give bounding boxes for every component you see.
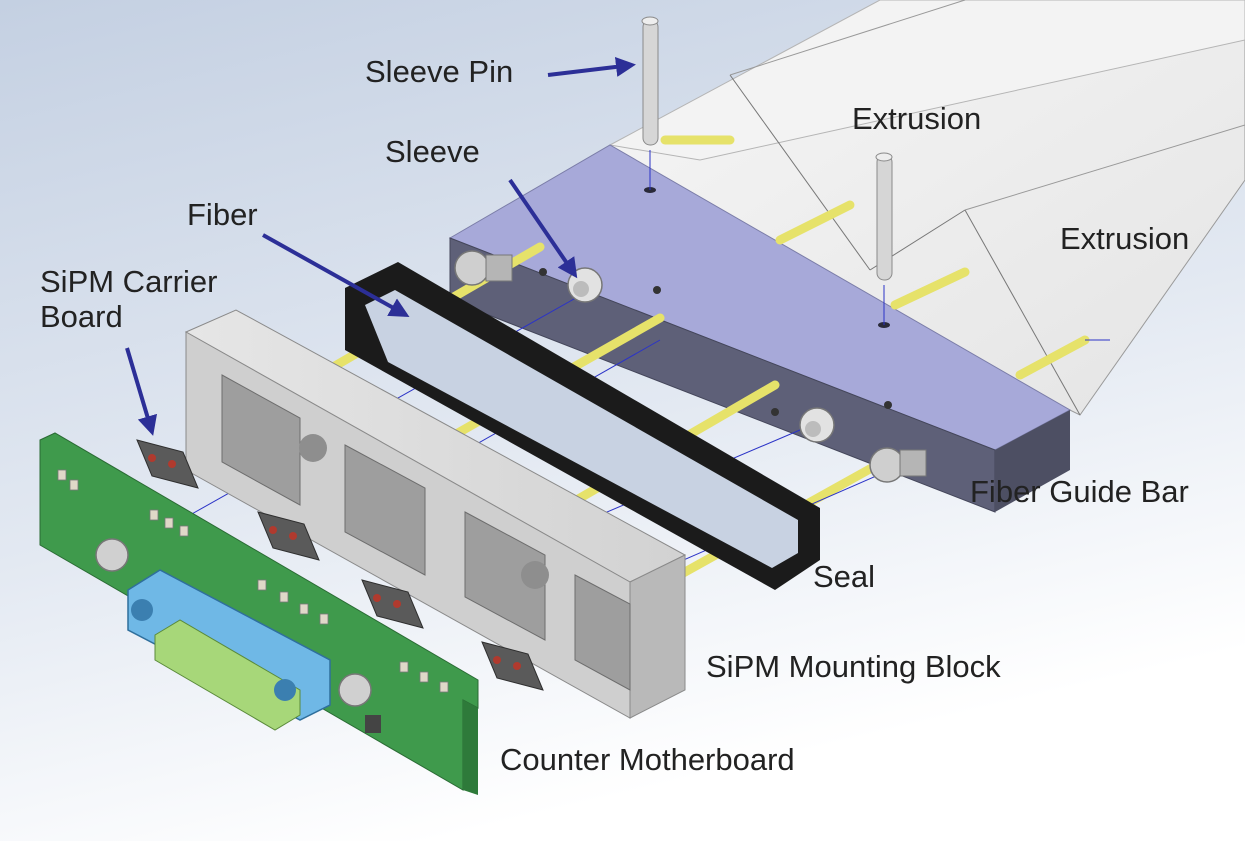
arrow-sleeve [508,178,578,279]
label-fiber-guide-bar: Fiber Guide Bar [970,474,1189,509]
callout-arrows [125,56,636,436]
smd-component-6 [257,579,267,591]
mounting-pocket-2 [344,444,426,576]
extrusion-seam-4 [729,0,966,76]
sleeve-pin-1 [642,19,659,146]
connector-mount-left [131,599,153,621]
mounting-pocket-1 [221,374,301,506]
motherboard-components [57,469,449,693]
sipm-carrier-board-1 [136,439,199,489]
mounting-pocket-3 [464,511,546,641]
carrier-board-3-sipm-a [373,594,381,602]
guide-bar-small-hole-2 [653,286,661,294]
connector-body [154,619,301,731]
extrusion-profiles [608,0,1245,416]
carrier-board-4-body [481,641,544,691]
carrier-board-2-sipm-a [269,526,277,534]
carrier-board-2-body [257,511,320,561]
counter-motherboard [39,432,479,795]
motherboard-chip [365,715,381,733]
motherboard-connector [127,569,331,731]
label-counter-motherboard: Counter Motherboard [500,742,795,777]
guide-bar-small-hole-1 [539,268,547,276]
guide-bar-end-face [995,410,1070,512]
sipm-carrier-boards [136,439,544,691]
label-extrusion-right: Extrusion [1060,221,1190,256]
carrier-board-2-sipm-b [289,532,297,540]
sipm-mounting-block [184,309,687,719]
label-seal: Seal [813,559,876,594]
fiber-8 [1015,335,1090,380]
carrier-board-3-sipm-b [393,600,401,608]
label-sipm-carrier-board-line2: Board [40,298,123,334]
sleeve-pin-1-head [641,16,659,26]
carrier-board-4-sipm-b [513,662,521,670]
label-sleeve: Sleeve [385,134,480,169]
mounting-pocket-4 [574,574,631,691]
arrow-sleeve-pin [547,56,636,77]
sipm-carrier-board-3 [361,579,424,629]
guide-bar-screw-1-thread [485,254,513,282]
guide-bar-screws [454,250,927,483]
motherboard-screw-1 [95,538,129,572]
extrusion-seam-1 [729,74,871,271]
smd-component-2 [69,479,79,491]
fiber-6 [775,200,855,245]
guide-bar-small-hole-3 [771,408,779,416]
smd-component-7 [279,591,289,603]
connector-mount-right [274,679,296,701]
smd-component-5 [179,525,189,537]
extrusion-seam-3 [964,209,1081,416]
sleeve-pins [641,16,893,281]
mounting-block-hole-1 [299,434,327,462]
sipm-carrier-board-4 [481,641,544,691]
label-sipm-carrier-board-line1: SiPM Carrier [40,264,218,299]
mounting-block-hole-2 [521,561,549,589]
guide-bar-screw-2 [869,447,905,483]
arrow-sipm-carrier [125,347,158,436]
extrusion-upper-face [608,0,1245,161]
smd-component-11 [419,671,429,683]
carrier-board-1-sipm-a [148,454,156,462]
carrier-board-1-body [136,439,199,489]
seal-inner [365,290,798,568]
smd-component-8 [299,603,309,615]
smd-component-10 [399,661,409,673]
smd-component-12 [439,681,449,693]
smd-component-1 [57,469,67,481]
sleeve-1-bore [573,281,589,297]
carrier-board-4-sipm-a [493,656,501,664]
fiber-guide-bar [448,144,1072,513]
mounting-block-end-face [629,554,686,719]
label-sleeve-pin: Sleeve Pin [365,54,514,89]
guide-bar-screw-1 [454,250,490,286]
carrier-board-3-body [361,579,424,629]
arrow-fiber [262,233,410,317]
label-fiber: Fiber [187,197,258,232]
guide-bar-screw-2-thread [899,449,927,477]
label-sipm-carrier-board: SiPM Carrier Board [40,264,218,334]
smd-component-3 [149,509,159,521]
seal-gasket [345,262,820,590]
motherboard-pcb-edge [463,700,478,795]
motherboard-screw-2 [338,673,372,707]
sleeve-2-bore [805,421,821,437]
label-extrusion-top: Extrusion [852,101,982,136]
sipm-carrier-board-2 [257,511,320,561]
carrier-board-1-sipm-b [168,460,176,468]
smd-component-4 [164,517,174,529]
label-sipm-mounting-block: SiPM Mounting Block [706,649,1001,684]
extrusion-seam-5 [964,124,1245,211]
sleeve-pin-2-head [875,152,893,162]
guide-bar-small-hole-4 [884,401,892,409]
smd-component-9 [319,613,329,625]
fiber-7 [890,267,970,310]
sleeve-pin-2 [876,154,893,281]
